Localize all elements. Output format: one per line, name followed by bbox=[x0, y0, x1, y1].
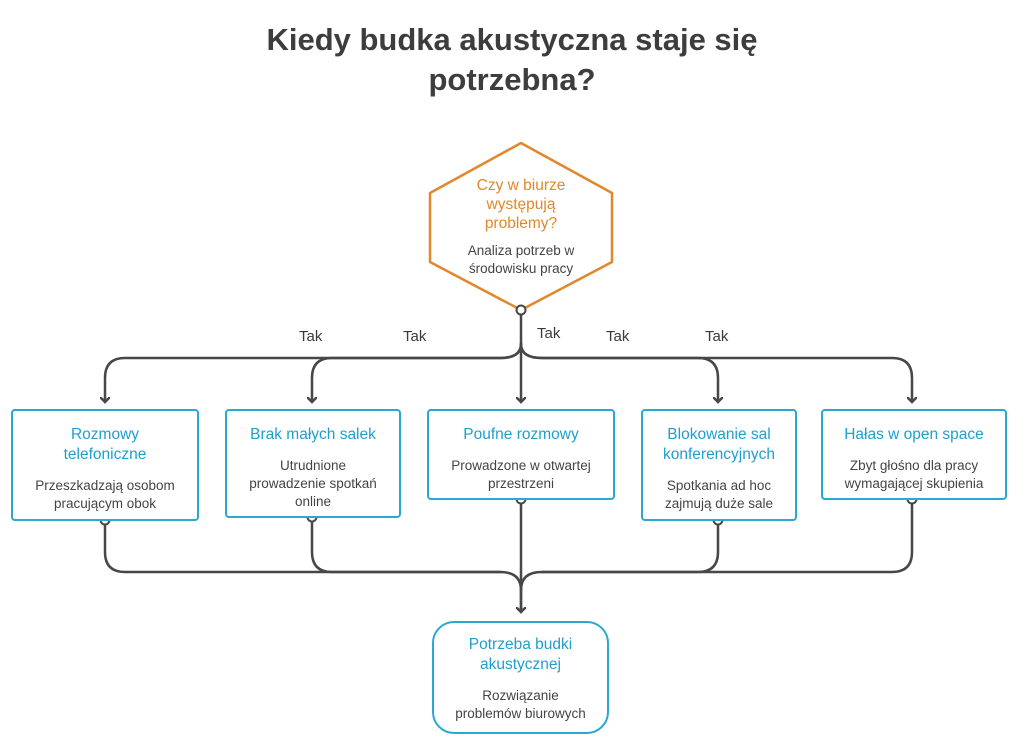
result-node: Potrzeba budki akustycznej Rozwiązanie p… bbox=[432, 621, 609, 734]
root-desc-line: środowisku pracy bbox=[468, 261, 574, 276]
heading-line: Potrzeba budki bbox=[468, 636, 573, 653]
root-node: Czy w biurze występują problemy? Analiza… bbox=[440, 176, 602, 278]
branch-5-heading: Hałas w open space bbox=[823, 425, 1005, 445]
heading-line: Hałas w open space bbox=[844, 426, 984, 443]
desc-line: Utrudnione bbox=[279, 458, 347, 473]
heading-line: Blokowanie sal bbox=[667, 426, 771, 443]
desc-line: Spotkania ad hoc bbox=[666, 478, 772, 493]
edge-from-branch-2 bbox=[310, 515, 502, 574]
branch-node-5: Hałas w open space Zbyt głośno dla pracy… bbox=[821, 409, 1007, 500]
heading-line: telefoniczne bbox=[63, 446, 147, 463]
branch-1-heading: Rozmowy telefoniczne bbox=[13, 425, 197, 465]
desc-line: online bbox=[294, 494, 332, 509]
edge-to-branch-5 bbox=[519, 342, 912, 402]
branch-2-heading: Brak małych salek bbox=[227, 425, 399, 445]
branch-4-description: Spotkania ad hoc zajmują duże sale bbox=[643, 477, 795, 513]
heading-line: Brak małych salek bbox=[250, 426, 376, 443]
edge-label-5: Tak bbox=[705, 328, 729, 345]
root-description: Analiza potrzeb w środowisku pracy bbox=[440, 242, 602, 278]
desc-line: problemów biurowych bbox=[455, 706, 586, 721]
edge-label-4: Tak bbox=[606, 328, 630, 345]
root-port bbox=[515, 304, 527, 316]
branch-3-description: Prowadzone w otwartej przestrzeni bbox=[429, 457, 613, 493]
root-heading-line: Czy w biurze bbox=[476, 177, 566, 194]
desc-line: pracującym obok bbox=[53, 496, 157, 511]
page-title: Kiedy budka akustyczna staje się potrzeb… bbox=[0, 20, 1024, 100]
result-heading: Potrzeba budki akustycznej bbox=[434, 635, 607, 675]
edge-from-branch-4 bbox=[519, 518, 720, 592]
edge-to-branch-2 bbox=[312, 342, 523, 402]
root-heading-line: problemy? bbox=[484, 215, 558, 232]
heading-line: konferencyjnych bbox=[662, 446, 775, 463]
branch-2-description: Utrudnione prowadzenie spotkań online bbox=[227, 457, 399, 511]
title-line-1: Kiedy budka akustyczna staje się bbox=[266, 22, 758, 57]
desc-line: przestrzeni bbox=[487, 476, 555, 491]
branch-4-heading: Blokowanie sal konferencyjnych bbox=[643, 425, 795, 465]
root-heading: Czy w biurze występują problemy? bbox=[440, 176, 602, 233]
branch-node-3: Poufne rozmowy Prowadzone w otwartej prz… bbox=[427, 409, 615, 500]
result-description: Rozwiązanie problemów biurowych bbox=[434, 687, 607, 723]
desc-line: zajmują duże sale bbox=[664, 496, 774, 511]
desc-line: prowadzenie spotkań bbox=[249, 476, 377, 491]
heading-line: akustycznej bbox=[480, 656, 561, 673]
desc-line: Przeszkadzają osobom bbox=[35, 478, 175, 493]
edge-label-2: Tak bbox=[403, 328, 427, 345]
edge-to-branch-4 bbox=[519, 342, 718, 402]
title-line-2: potrzebna? bbox=[428, 62, 596, 97]
root-heading-line: występują bbox=[486, 196, 556, 213]
branch-node-2: Brak małych salek Utrudnione prowadzenie… bbox=[225, 409, 401, 518]
edge-label-1: Tak bbox=[299, 328, 323, 345]
branch-node-4: Blokowanie sal konferencyjnych Spotkania… bbox=[641, 409, 797, 521]
heading-line: Rozmowy bbox=[70, 426, 140, 443]
edge-label-3: Tak bbox=[537, 325, 561, 342]
desc-line: Rozwiązanie bbox=[482, 688, 559, 703]
branch-node-1: Rozmowy telefoniczne Przeszkadzają osobo… bbox=[11, 409, 199, 521]
edge-from-branch-5 bbox=[540, 497, 914, 574]
branch-5-description: Zbyt głośno dla pracy wymagającej skupie… bbox=[823, 457, 1005, 493]
branch-1-description: Przeszkadzają osobom pracującym obok bbox=[13, 477, 197, 513]
desc-line: Prowadzone w otwartej bbox=[451, 458, 591, 473]
heading-line: Poufne rozmowy bbox=[463, 426, 579, 443]
desc-line: wymagającej skupienia bbox=[844, 476, 984, 491]
root-desc-line: Analiza potrzeb w bbox=[467, 243, 575, 258]
branch-3-heading: Poufne rozmowy bbox=[429, 425, 613, 445]
desc-line: Zbyt głośno dla pracy bbox=[849, 458, 979, 473]
